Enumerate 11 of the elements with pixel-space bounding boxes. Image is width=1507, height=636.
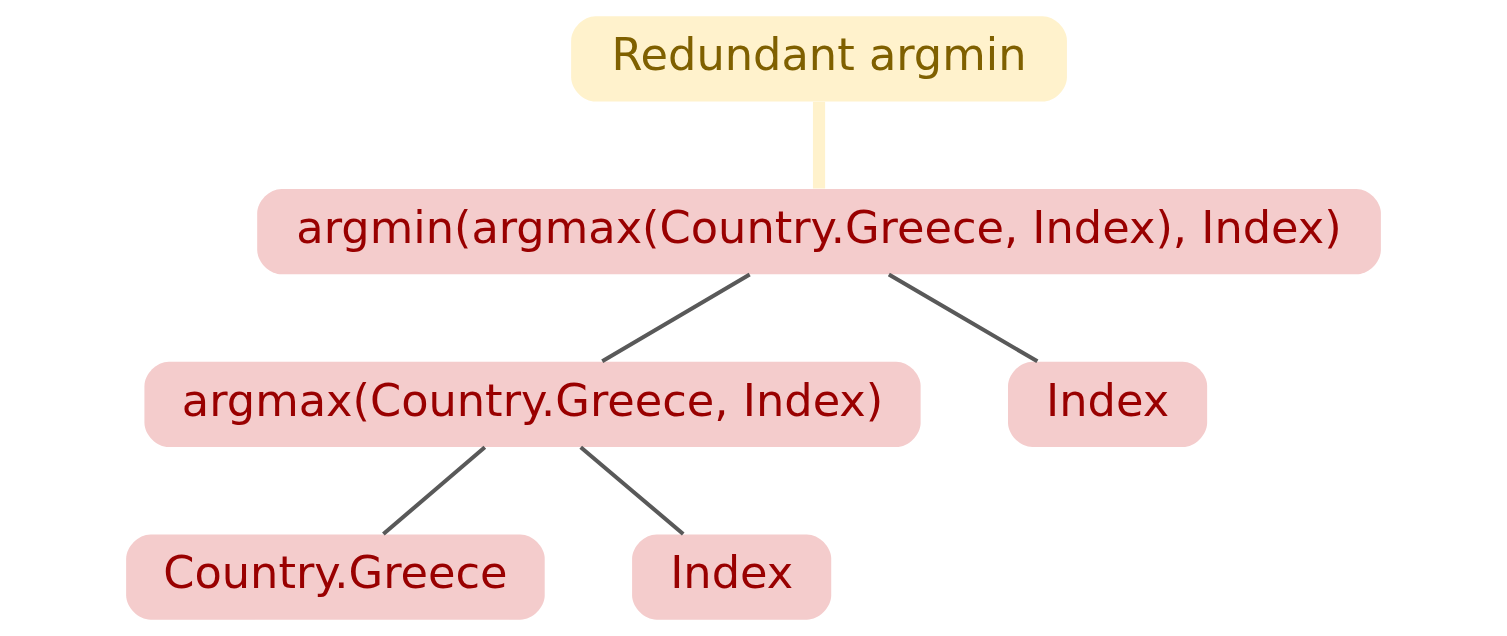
node-box: Country.Greece: [126, 534, 545, 620]
node-box: Index: [1008, 361, 1208, 448]
node-box: Index: [632, 534, 832, 620]
connector: [579, 445, 685, 536]
connector: [812, 101, 826, 189]
node-box: argmin(argmax(Country.Greece, Index), Index): [257, 188, 1381, 275]
connector: [382, 445, 487, 536]
node-box: Redundant argmin: [571, 16, 1067, 102]
connector: [601, 272, 751, 364]
connector: [887, 272, 1039, 364]
node-box: argmax(Country.Greece, Index): [144, 361, 921, 448]
